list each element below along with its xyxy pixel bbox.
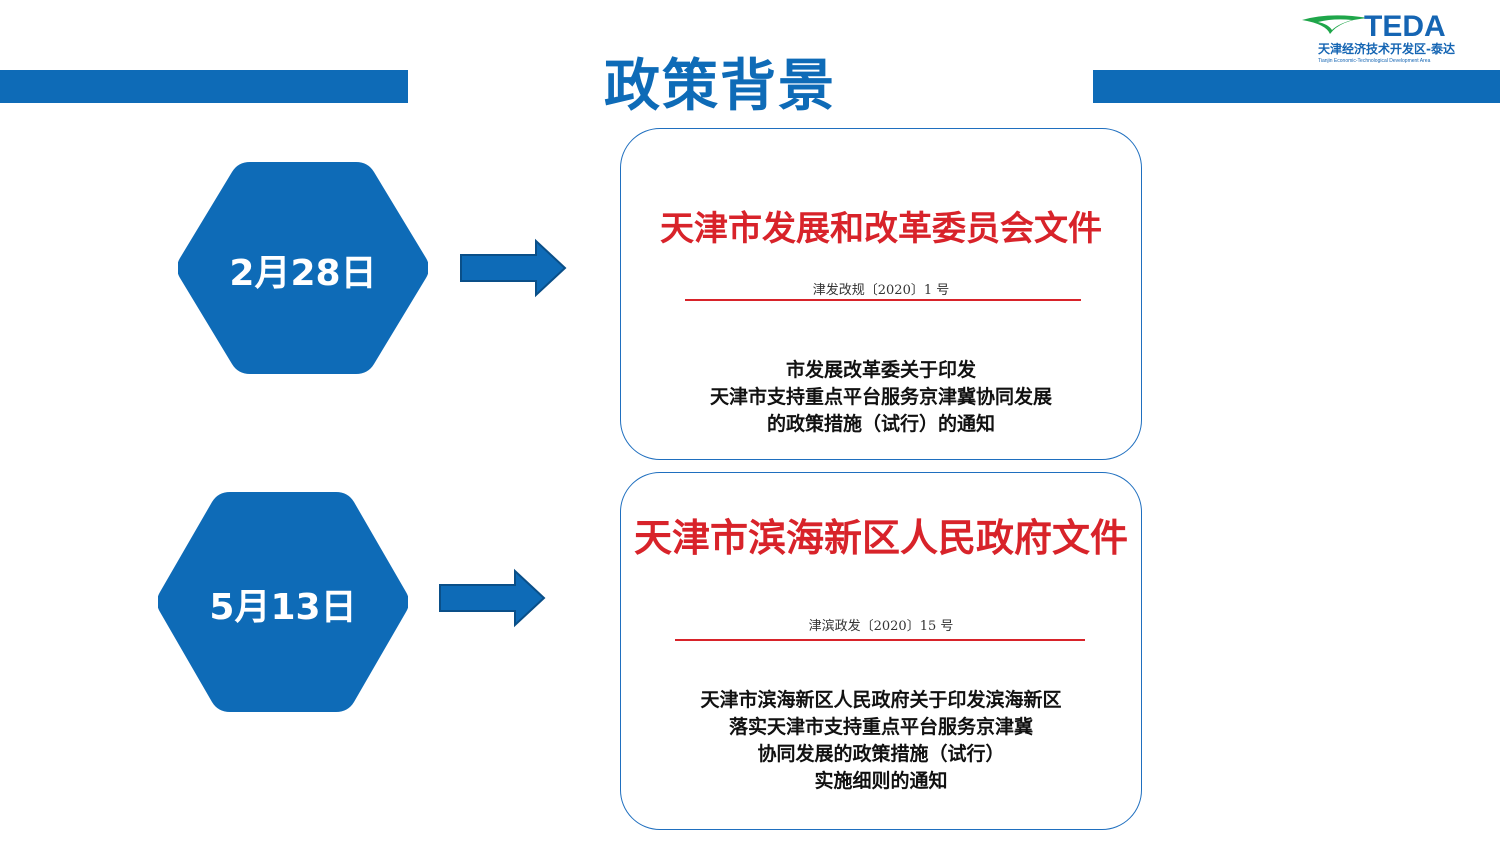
- date-hexagon-2: 5月13日: [157, 492, 409, 712]
- teda-logo-mark: [1302, 15, 1368, 34]
- logo-english-name: Tianjin Economic-Technological Developme…: [1318, 58, 1431, 64]
- document-header: 天津市发展和改革委员会文件: [660, 209, 1102, 249]
- document-title-line: 实施细则的通知: [814, 770, 948, 792]
- header-bar-right: [1093, 70, 1500, 103]
- arrow-right-icon: [439, 568, 546, 628]
- logo-wordmark: TEDA: [1364, 10, 1446, 43]
- document-title: 天津市滨海新区人民政府关于印发滨海新区 落实天津市支持重点平台服务京津冀 协同发…: [621, 687, 1141, 795]
- document-red-rule: [685, 299, 1081, 301]
- date-hexagon-1: 2月28日: [177, 162, 429, 374]
- date-label-1: 2月28日: [229, 253, 377, 294]
- document-red-rule: [675, 639, 1085, 641]
- hexagon-shape: [157, 492, 409, 712]
- page-title: 政策背景: [604, 54, 836, 119]
- logo-chinese-name: 天津经济技术开发区-泰达: [1318, 42, 1455, 56]
- policy-document-1: 天津市发展和改革委员会文件 津发改规〔2020〕1 号 市发展改革委关于印发 天…: [620, 128, 1142, 460]
- document-title-line: 天津市支持重点平台服务京津冀协同发展: [709, 386, 1052, 408]
- document-title-line: 市发展改革委关于印发: [785, 359, 976, 381]
- document-number: 津发改规〔2020〕1 号: [812, 283, 950, 298]
- document-title: 市发展改革委关于印发 天津市支持重点平台服务京津冀协同发展 的政策措施（试行）的…: [621, 357, 1141, 438]
- date-label-2: 5月13日: [209, 587, 357, 628]
- hexagon-shape: [177, 162, 429, 374]
- arrow-right-icon: [460, 238, 567, 298]
- teda-logo: TEDA 天津经济技术开发区-泰达 Tianjin Economic-Techn…: [1298, 10, 1478, 70]
- document-number: 津滨政发〔2020〕15 号: [808, 619, 954, 634]
- policy-document-2: 天津市滨海新区人民政府文件 津滨政发〔2020〕15 号 天津市滨海新区人民政府…: [620, 472, 1142, 830]
- document-title-line: 天津市滨海新区人民政府关于印发滨海新区: [700, 689, 1062, 711]
- document-header: 天津市滨海新区人民政府文件: [633, 515, 1128, 560]
- header-bar-left: [0, 70, 408, 103]
- document-title-line: 协同发展的政策措施（试行）: [757, 743, 1005, 765]
- document-title-line: 落实天津市支持重点平台服务京津冀: [728, 716, 1033, 738]
- document-title-line: 的政策措施（试行）的通知: [766, 413, 995, 435]
